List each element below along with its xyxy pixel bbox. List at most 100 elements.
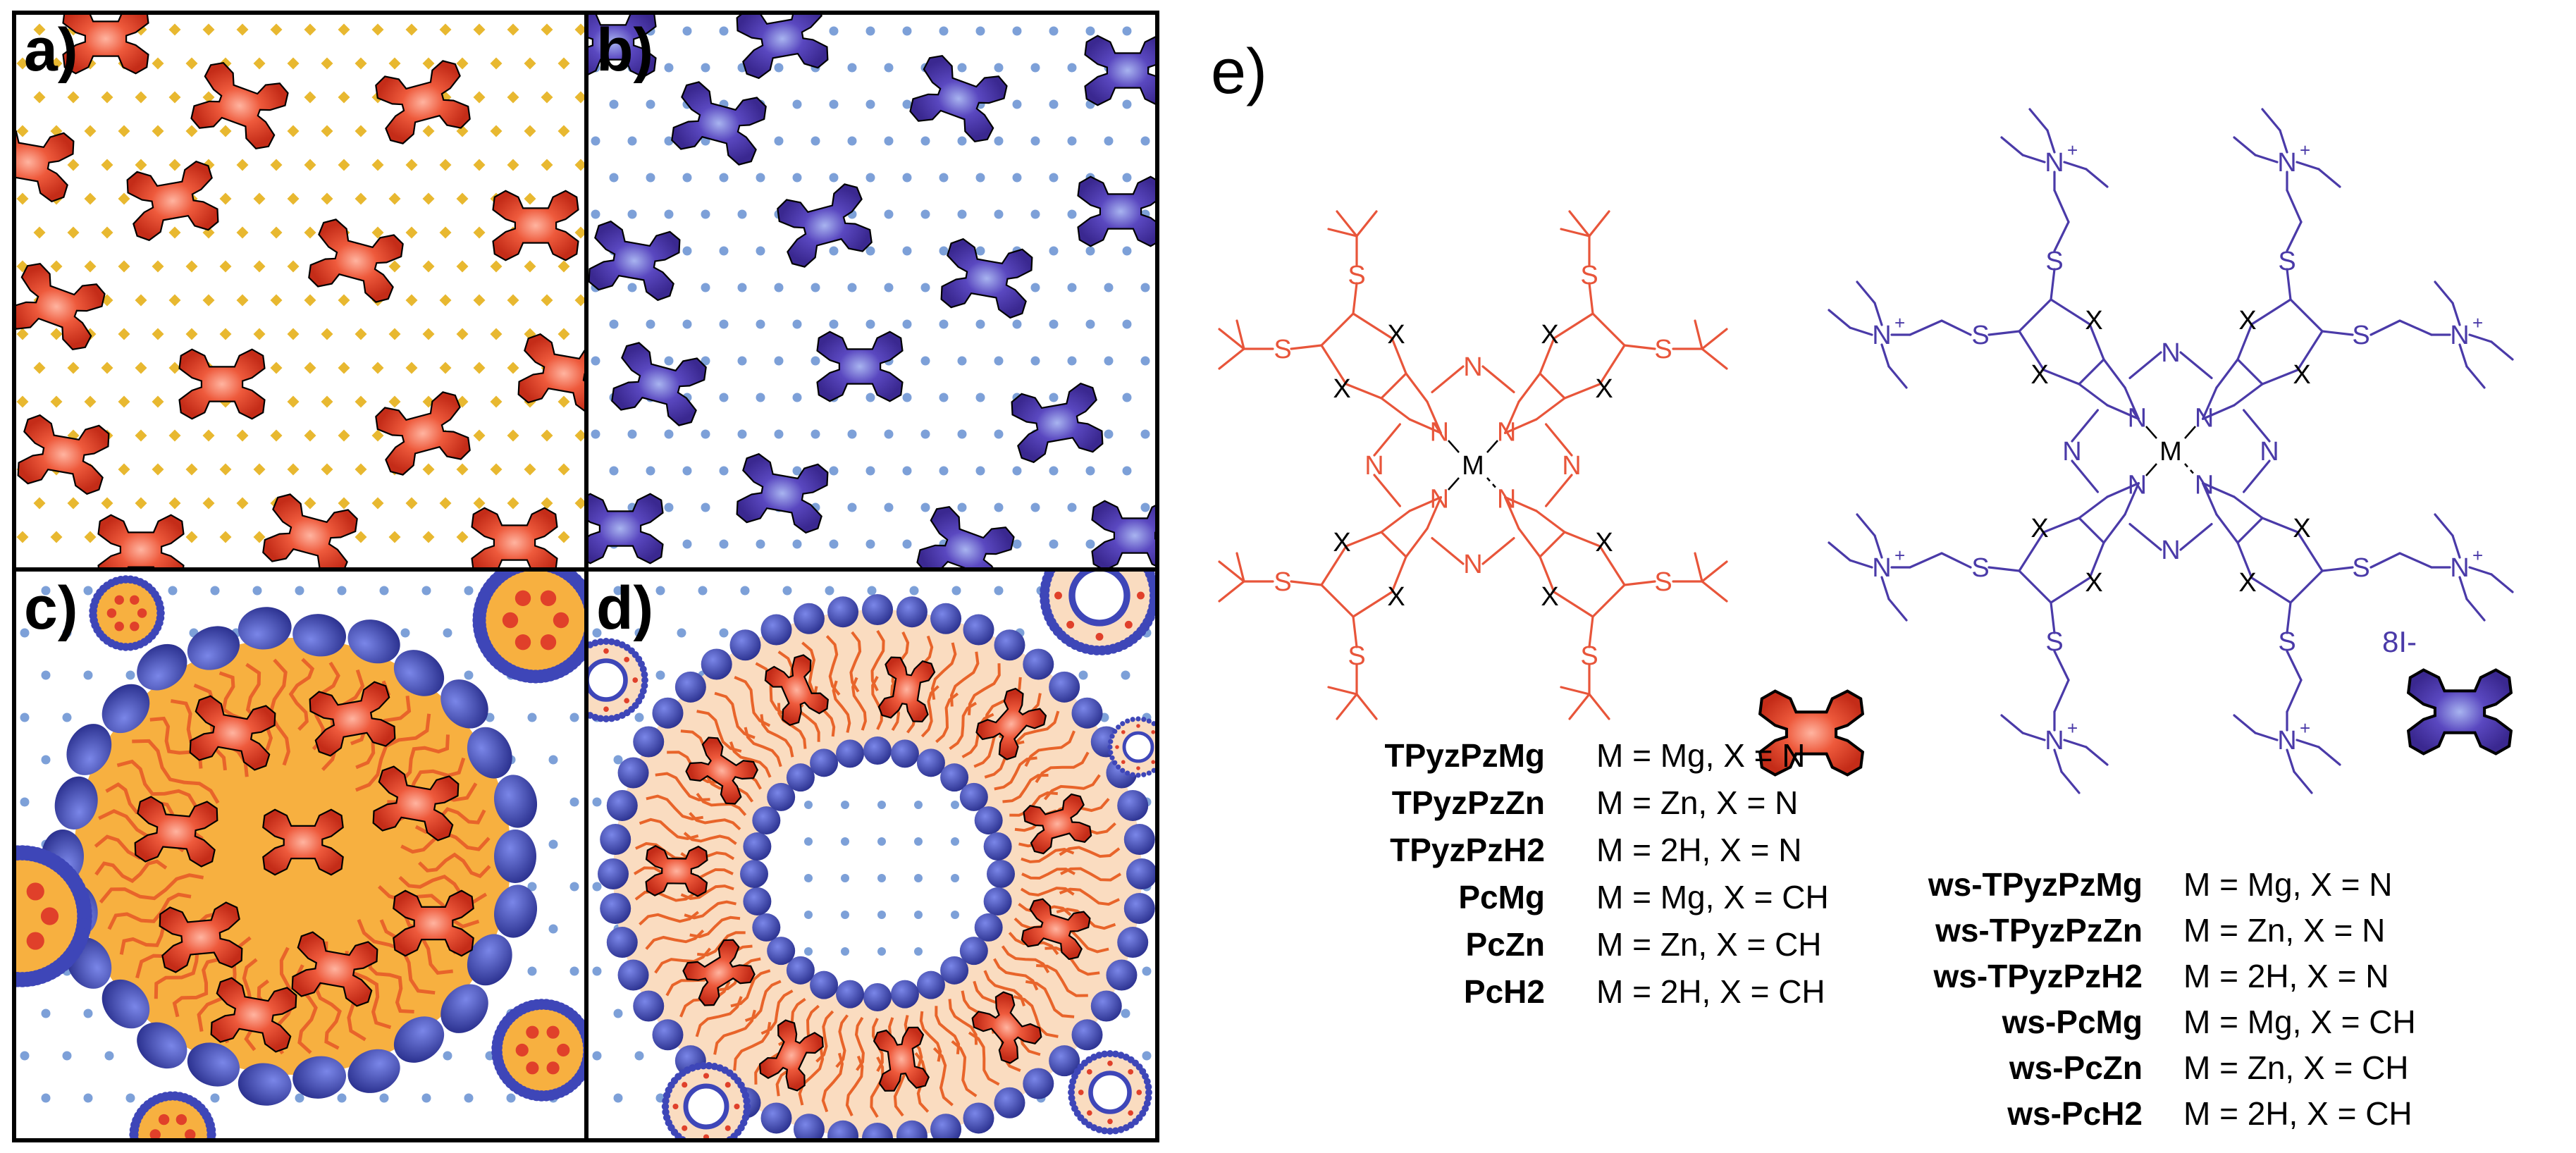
particle <box>338 362 350 374</box>
headgroup <box>752 806 781 835</box>
bond <box>2018 531 2045 572</box>
particle <box>185 125 198 137</box>
bond <box>2053 748 2063 773</box>
particle <box>719 173 729 183</box>
headgroup <box>1125 770 1130 776</box>
headgroup <box>1164 744 1169 749</box>
particle <box>371 497 384 510</box>
bond <box>2179 522 2213 551</box>
particle <box>841 911 849 919</box>
bond <box>2434 513 2454 537</box>
molecule-dot <box>0 907 1 925</box>
particle <box>135 294 147 307</box>
particle <box>975 319 985 329</box>
particle <box>168 159 181 171</box>
coordination-bond <box>1448 440 1460 453</box>
vesicle-lumen <box>586 658 628 702</box>
particle <box>1122 319 1132 329</box>
tail <box>1024 730 1076 767</box>
atom-x: X <box>2030 514 2048 543</box>
particle <box>439 23 452 36</box>
particle <box>135 429 147 442</box>
tail <box>655 772 710 802</box>
headgroup <box>617 959 649 991</box>
particle <box>287 463 300 476</box>
headgroup <box>699 1061 708 1070</box>
legend-desc: M = 2H, X = CH <box>1596 973 1825 1010</box>
particle <box>1049 173 1059 183</box>
particle <box>592 1051 602 1061</box>
particle <box>118 395 130 408</box>
particle <box>557 328 570 340</box>
particle <box>236 429 249 442</box>
bond <box>2468 566 2493 576</box>
tail <box>932 1047 954 1106</box>
headgroup <box>1108 750 1114 756</box>
tail <box>949 651 980 707</box>
particle <box>405 23 418 36</box>
atom-n: N <box>2128 471 2147 500</box>
bond <box>2236 541 2253 579</box>
bond <box>1380 531 1407 558</box>
particle <box>1030 356 1040 366</box>
particle <box>439 226 452 239</box>
bond <box>1873 534 1883 559</box>
headgroup <box>1023 648 1054 680</box>
headgroup <box>890 739 919 768</box>
particle <box>1030 209 1040 219</box>
bond <box>2124 481 2140 516</box>
particle <box>405 362 418 374</box>
tail <box>845 1055 864 1116</box>
particle <box>355 463 367 476</box>
headgroup <box>1090 990 1122 1022</box>
particle <box>185 260 198 273</box>
tail <box>696 710 742 753</box>
bond <box>2179 351 2213 380</box>
particle <box>1049 246 1059 256</box>
bond <box>1504 495 1538 512</box>
particle <box>202 91 215 104</box>
tail <box>1021 868 1076 880</box>
particle <box>236 159 249 171</box>
particle <box>20 1051 30 1061</box>
legend-desc: M = Mg, X = CH <box>2183 1004 2416 1040</box>
bond <box>2296 531 2324 572</box>
panel-a <box>14 13 586 569</box>
bond <box>1887 365 1908 389</box>
headgroup <box>393 1016 445 1063</box>
bond <box>1828 309 1851 329</box>
particle <box>1140 356 1150 366</box>
atom-x: X <box>1387 320 1405 350</box>
particle <box>507 23 519 36</box>
headgroup <box>705 1144 713 1151</box>
particle <box>219 192 232 205</box>
headgroup <box>54 776 98 830</box>
molecule-dot <box>1115 745 1119 749</box>
headgroup <box>862 1123 893 1140</box>
particle <box>957 63 967 73</box>
atom-n: N <box>1430 485 1449 514</box>
particle <box>1030 136 1040 146</box>
particle <box>101 497 113 510</box>
tail <box>713 1009 756 1055</box>
headgroup <box>1130 717 1135 722</box>
tail <box>1059 887 1120 906</box>
bond <box>2215 513 2239 544</box>
bond <box>1828 541 1851 562</box>
particle <box>524 57 536 70</box>
particle <box>957 209 967 219</box>
particle <box>782 586 792 596</box>
headgroup <box>661 1102 670 1111</box>
particle <box>646 99 655 109</box>
particle <box>1012 173 1022 183</box>
particle <box>1104 283 1114 292</box>
particle <box>1104 429 1114 439</box>
headgroup <box>292 614 346 657</box>
micelle-core <box>93 579 161 647</box>
tail <box>377 884 480 929</box>
headgroup <box>1141 717 1147 722</box>
headgroup <box>836 739 865 768</box>
headgroup <box>76 904 92 919</box>
panel-label-b: b) <box>596 16 653 84</box>
headgroup <box>238 607 292 650</box>
